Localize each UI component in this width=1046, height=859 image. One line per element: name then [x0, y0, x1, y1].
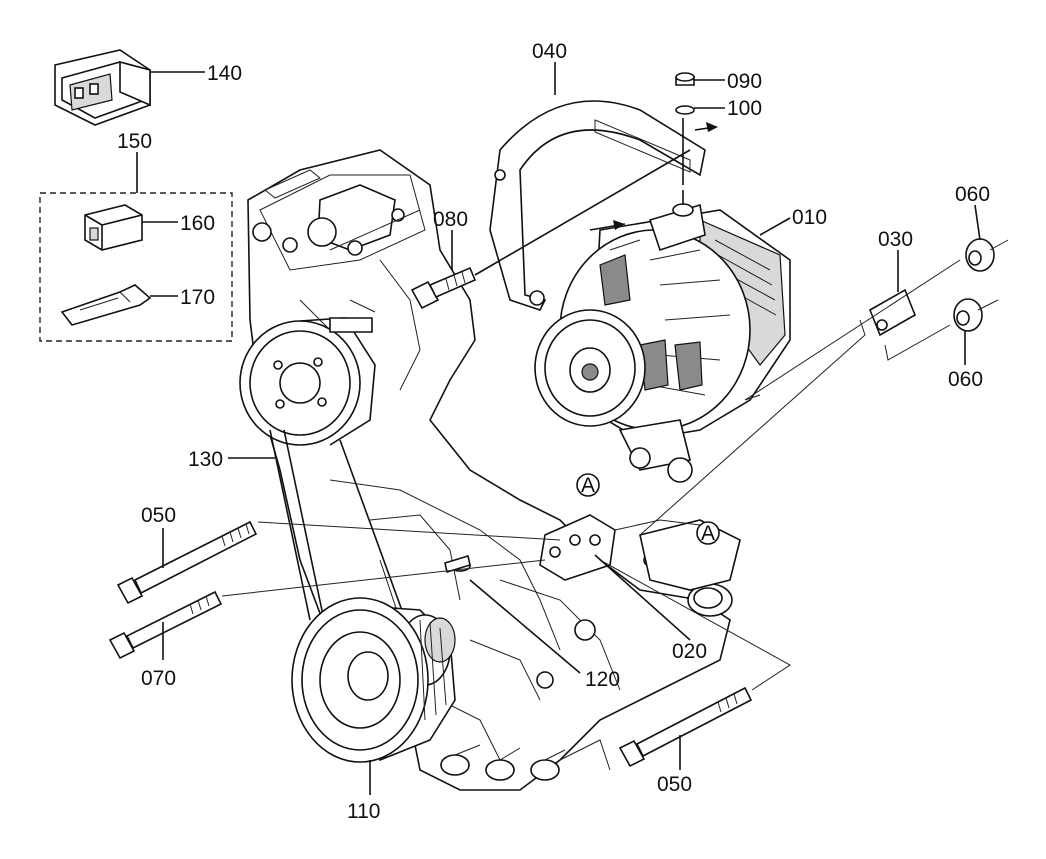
callout-050-right: 050: [657, 773, 692, 796]
callout-120: 120: [585, 668, 620, 691]
callout-170: 170: [180, 286, 215, 309]
callout-160: 160: [180, 212, 215, 235]
alternator: [534, 190, 791, 483]
callout-150: 150: [117, 130, 152, 153]
reference-mark-a-2: A: [696, 521, 720, 545]
bolt-050-right: [599, 559, 791, 768]
callout-080: 080: [433, 208, 468, 231]
bolt-050-left: [116, 520, 561, 605]
reference-mark-a-1: A: [576, 473, 600, 497]
callout-020: 020: [672, 640, 707, 663]
reference-mark-a-2-text: A: [701, 522, 715, 545]
callout-110: 110: [347, 800, 380, 823]
reference-mark-a-1-text: A: [581, 474, 595, 497]
leader-lines: [136, 62, 981, 795]
callout-060-lower: 060: [948, 368, 983, 391]
nut-and-washer: [675, 72, 695, 185]
bolt-070: [108, 559, 546, 660]
fan-pulley: [239, 317, 376, 446]
bolt-080: [410, 149, 691, 310]
callout-040: 040: [532, 40, 567, 63]
callout-060-upper: 060: [955, 183, 990, 206]
assembly-lines-right: [639, 259, 961, 536]
callout-130: 130: [188, 448, 223, 471]
nut-060-lower: [953, 298, 999, 332]
crankshaft-key: [444, 554, 471, 574]
terminal-170: [60, 284, 152, 326]
adjusting-bracket: [489, 100, 718, 311]
crankshaft-pulley: [291, 597, 456, 763]
callout-010: 010: [792, 206, 827, 229]
spacer-bracket: [539, 514, 701, 581]
callout-100: 100: [727, 97, 762, 120]
plate-030: [868, 288, 917, 337]
callout-090: 090: [727, 70, 762, 93]
connector-140: [54, 49, 151, 126]
nut-060-upper: [965, 238, 1009, 272]
callout-030: 030: [878, 228, 913, 251]
callout-070: 070: [141, 667, 176, 690]
terminal-160: [84, 204, 143, 251]
callout-050-left: 050: [141, 504, 176, 527]
callout-labels: 140 150 160 170 040 090 100 080 010 030 …: [117, 40, 990, 823]
callout-140: 140: [207, 62, 242, 85]
connector-group-150: [39, 192, 233, 342]
